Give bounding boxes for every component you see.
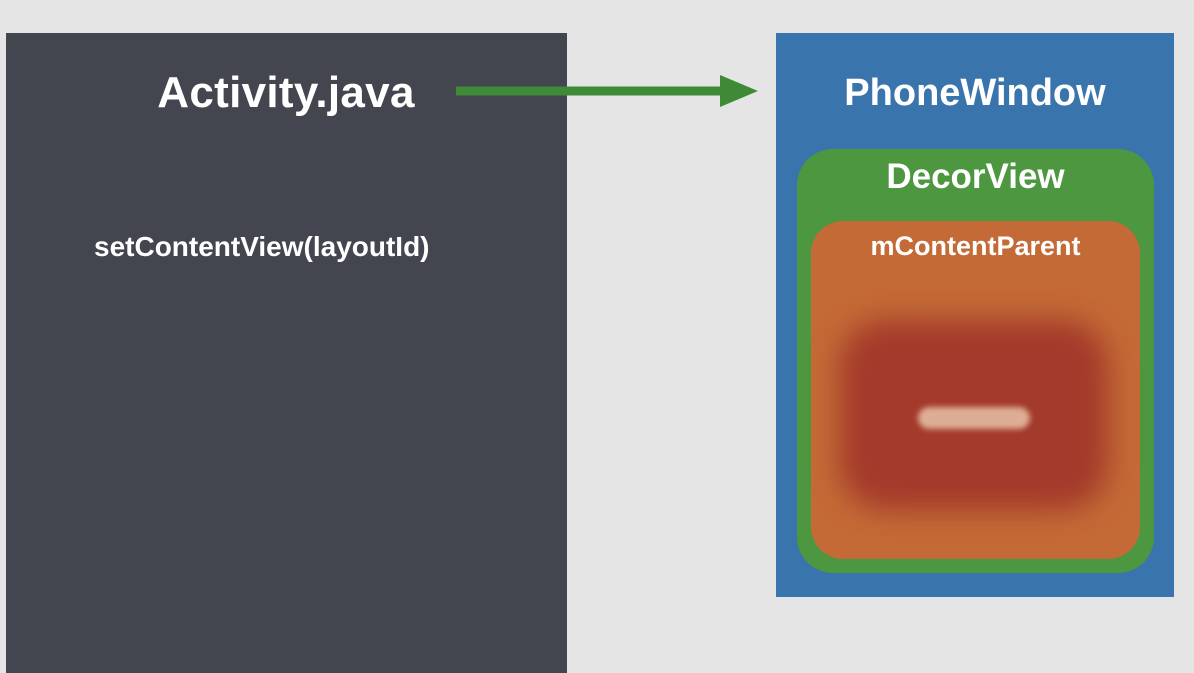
activity-title: Activity.java (157, 68, 415, 117)
blurred-layout-label (918, 407, 1030, 429)
decor-view-title: DecorView (886, 157, 1065, 196)
activity-panel (6, 33, 567, 673)
phone-window-title: PhoneWindow (844, 72, 1106, 114)
content-parent-title: mContentParent (870, 231, 1081, 261)
set-content-view-call: setContentView(layoutId) (94, 231, 430, 262)
arrow-icon (456, 75, 758, 107)
